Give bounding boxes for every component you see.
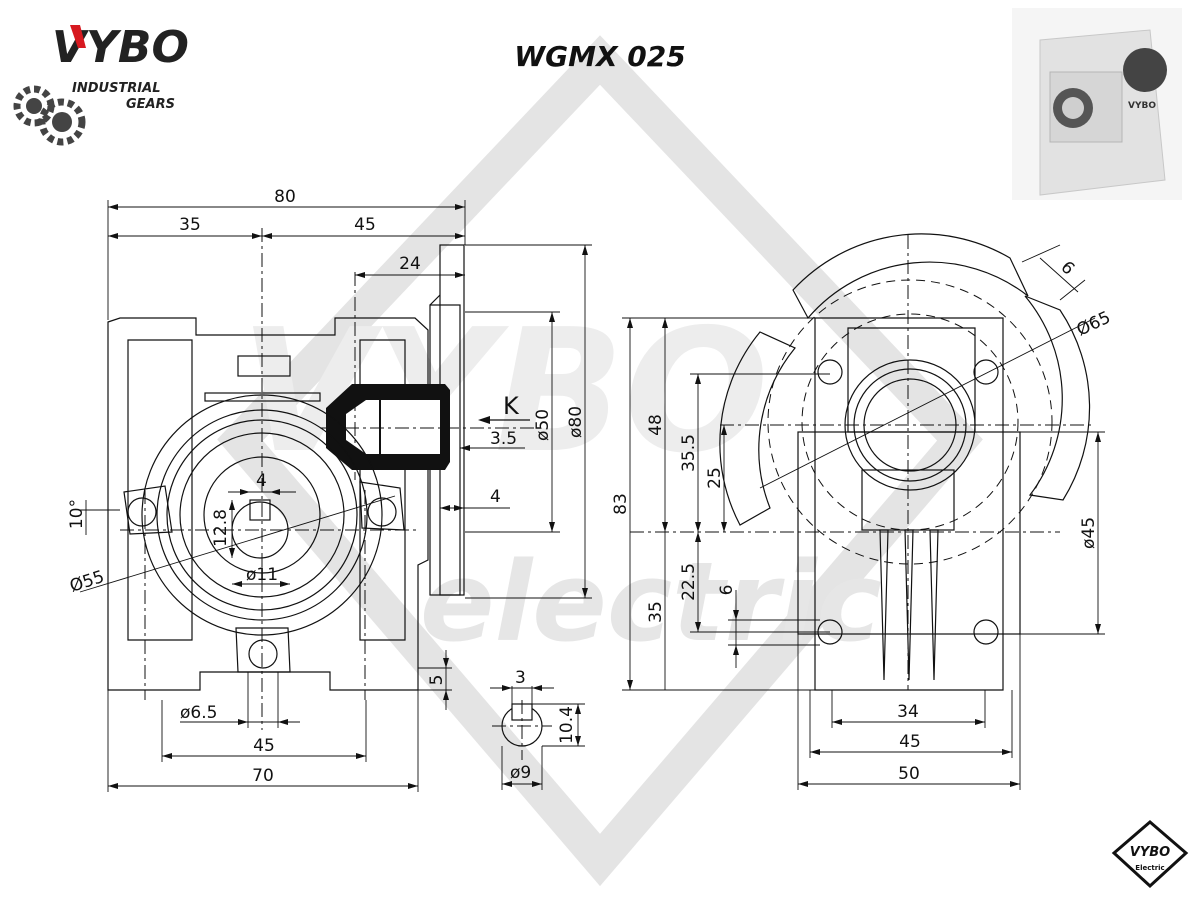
dim-total-height: 83 xyxy=(611,493,631,515)
dim-angle: 10° xyxy=(67,499,87,529)
dim-key-width: 4 xyxy=(256,471,267,491)
dim-flange-offset: 24 xyxy=(399,254,421,274)
product-photo-label: VYBO xyxy=(1128,101,1156,111)
left-view: 80 35 45 24 K 3.5 4 ø50 ø80 10° xyxy=(67,187,592,792)
dim-width-34: 34 xyxy=(897,702,919,722)
dim-height-35: 35 xyxy=(646,601,666,623)
dim-shaft-dia: ø9 xyxy=(510,763,531,783)
dim-key-height: 12.8 xyxy=(211,509,231,547)
watermark-logo: VYBO xyxy=(240,293,769,491)
shaft-detail: 3 10.4 ø9 xyxy=(490,668,585,790)
dim-hole: ø6.5 xyxy=(180,703,217,723)
dim-height-48: 48 xyxy=(646,414,666,436)
dim-width-50: 50 xyxy=(898,764,920,784)
brand-red-accent xyxy=(70,25,86,48)
dim-foot-holes: 45 xyxy=(253,736,275,756)
corner-badge-sub: Electric xyxy=(1135,864,1164,872)
view-label-k: K xyxy=(503,392,520,420)
dim-outer-flange: ø80 xyxy=(566,406,586,438)
brand-line2: GEARS xyxy=(126,97,175,112)
dim-height-6: 6 xyxy=(717,585,737,596)
dim-pcd: Ø55 xyxy=(67,567,106,597)
dim-step-b: 4 xyxy=(490,487,501,507)
dim-left-offset: 35 xyxy=(179,215,201,235)
dim-right-offset: 45 xyxy=(354,215,376,235)
dim-step-a: 3.5 xyxy=(490,429,517,449)
dim-pcd-65: Ø65 xyxy=(1074,308,1114,341)
right-view: Ø65 6 83 48 35.5 25 35 22.5 6 xyxy=(611,233,1114,790)
dim-base-width: 70 xyxy=(252,766,274,786)
product-photo: VYBO xyxy=(1012,8,1182,200)
watermark: electric VYBO xyxy=(217,35,983,887)
dim-shaft-key-width: 3 xyxy=(515,668,526,688)
dim-dia-45: ø45 xyxy=(1079,517,1099,549)
dim-height-22-5: 22.5 xyxy=(679,563,699,601)
dim-foot-height: 5 xyxy=(427,675,447,686)
dim-height-35-5: 35.5 xyxy=(679,434,699,472)
dim-overall-width: 80 xyxy=(274,187,296,207)
brand-logo: VYBO INDUSTRIAL GEARS xyxy=(13,22,189,146)
dim-shaft-key-height: 10.4 xyxy=(557,706,577,744)
corner-badge: VYBO Electric xyxy=(1111,820,1189,889)
dim-bore: ø11 xyxy=(246,565,278,585)
dim-width-45: 45 xyxy=(899,732,921,752)
corner-badge-name: VYBO xyxy=(1130,845,1170,860)
dim-inner-flange: ø50 xyxy=(533,409,553,441)
dim-height-25: 25 xyxy=(705,467,725,489)
gear-icon xyxy=(13,85,86,146)
page-title: WGMX 025 xyxy=(514,40,686,73)
brand-line1: INDUSTRIAL xyxy=(72,81,161,96)
